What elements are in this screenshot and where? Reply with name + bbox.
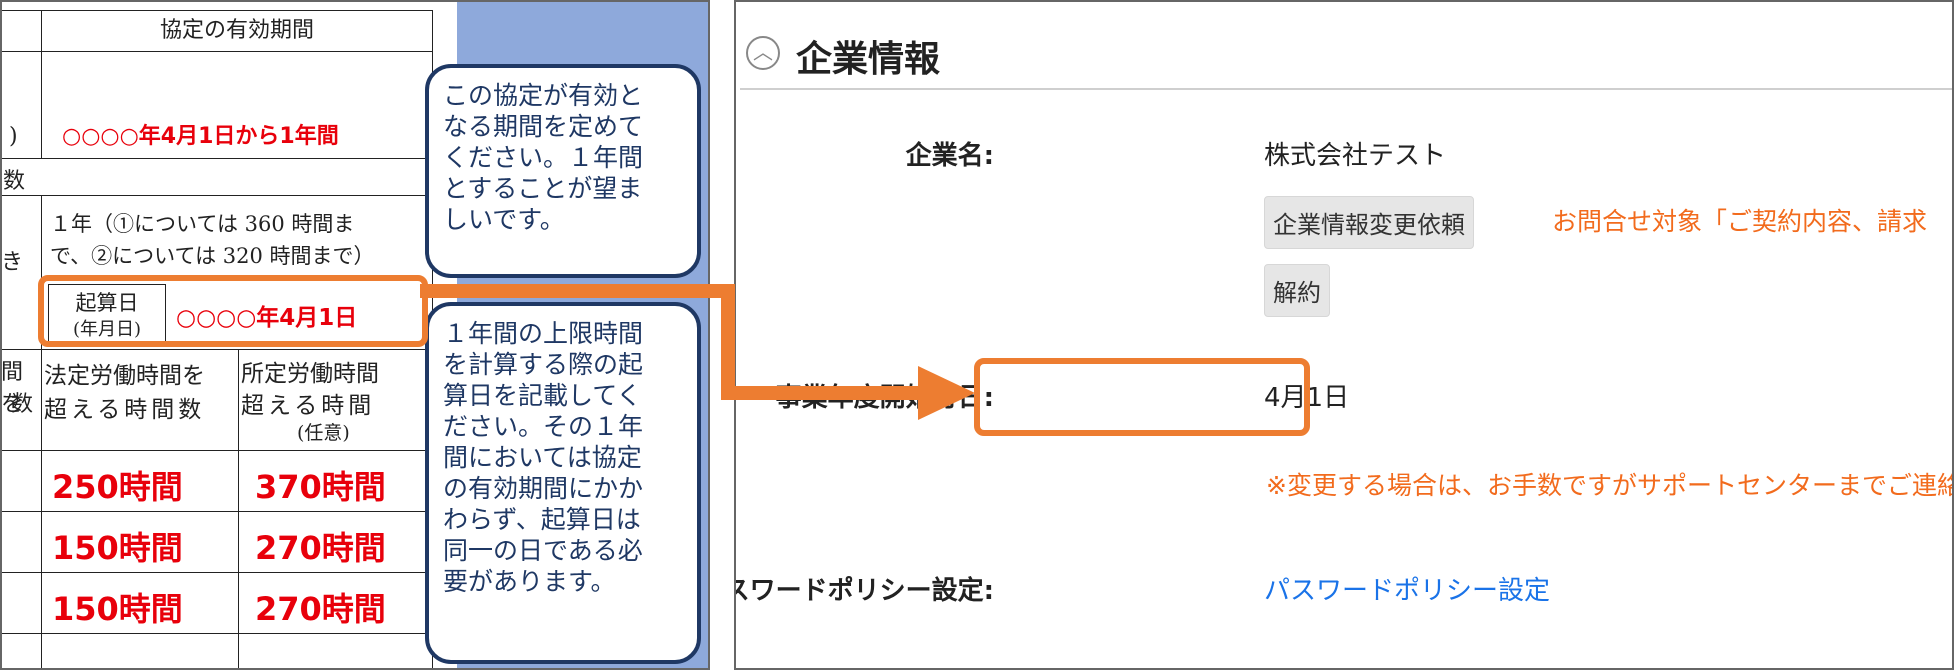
password-policy-link[interactable]: パスワードポリシー設定 <box>1264 576 1551 606</box>
validity-cell: ○○○○年4月1日から1年間 <box>41 51 433 159</box>
col-statutory-header: 法定労働時間を 超える時間数 <box>41 349 239 451</box>
company-info-panel: ︿ 企業情報 企業名: 株式会社テスト 企業情報変更依頼 お問合せ対象「ご契約内… <box>734 0 1954 670</box>
form-excerpt-panel: 協定の有効期間 ) ○○○○年4月1日から1年間 数 き １年（①については 3… <box>0 0 710 670</box>
col-statutory-line1: 法定労働時間を <box>44 363 205 389</box>
callout-line: しいです。 <box>443 205 565 234</box>
col-prescribed-line1: 所定労働時間 <box>241 361 379 387</box>
row3-prescribed-hours: 270時間 <box>255 590 386 628</box>
table-cell: 270時間 <box>238 511 433 573</box>
cropped-fragment: 数 <box>11 392 34 417</box>
table-cell <box>2 633 42 668</box>
callout-line: なる期間を定めて <box>443 112 644 141</box>
callout-line: とすることが望ま <box>443 174 643 203</box>
callout-line: ださい。その１年 <box>443 412 644 441</box>
callout-line: 間においては協定 <box>443 443 642 472</box>
cropped-fragment: き <box>1 250 24 275</box>
divider <box>740 88 1952 90</box>
kisanbi-label-cell: 起算日 (年月日) <box>48 284 166 344</box>
row1-prescribed-hours: 370時間 <box>255 468 386 506</box>
kisanbi-value: ○○○○年4月1日 <box>176 305 358 331</box>
validity-header: 協定の有効期間 <box>41 10 433 52</box>
change-note: ※変更する場合は、お手数ですがサポートセンターまでご連絡 <box>1266 471 1954 500</box>
callout-kisanbi: １年間の上限時間 を計算する際の起 算日を記載してく ださい。その１年 間におい… <box>425 302 701 664</box>
chevron-up-circle-icon[interactable]: ︿ <box>746 36 780 70</box>
table-cell <box>238 633 433 668</box>
cropped-fragment: 間を <box>1 360 24 417</box>
kisanbi-label: 起算日 <box>75 291 139 315</box>
row2-prescribed-hours: 270時間 <box>255 529 386 567</box>
year-text-line1: １年（①については 360 時間ま <box>50 212 355 236</box>
change-request-button[interactable]: 企業情報変更依頼 <box>1264 196 1474 249</box>
inquiry-note: お問合せ対象「ご契約内容、請求 <box>1552 207 1928 236</box>
callout-line: ください。１年間 <box>443 143 644 172</box>
row2-statutory-hours: 150時間 <box>52 529 183 567</box>
col-prescribed-line3: (任意) <box>297 422 350 444</box>
callout-line: １年間の上限時間 <box>443 319 644 348</box>
table-cell <box>2 572 42 634</box>
col-statutory-line2: 超える時間数 <box>44 397 206 423</box>
table-cell <box>2 10 42 52</box>
validity-value: ○○○○年4月1日から1年間 <box>62 124 339 149</box>
table-cell: 270時間 <box>238 572 433 634</box>
kisanbi-highlight <box>38 275 428 347</box>
cancel-button[interactable]: 解約 <box>1264 264 1330 317</box>
company-name-value: 株式会社テスト <box>1264 141 1447 171</box>
table-cell: 250時間 <box>41 450 239 512</box>
table-cell: 370時間 <box>238 450 433 512</box>
table-cell <box>2 450 42 512</box>
callout-line: を計算する際の起 <box>443 350 644 379</box>
row1-statutory-hours: 250時間 <box>52 468 183 506</box>
table-cell: 間を 数 <box>1 349 42 451</box>
callout-line: の有効期間にかか <box>443 474 644 503</box>
callout-validity: この協定が有効と なる期間を定めて ください。１年間 とすることが望ま しいです… <box>425 64 701 278</box>
row3-statutory-hours: 150時間 <box>52 590 183 628</box>
table-cell: ) <box>2 51 42 159</box>
fiscal-start-highlight <box>974 358 1310 436</box>
table-cell <box>2 511 42 573</box>
cropped-fragment: ) <box>9 124 18 149</box>
col-prescribed-line2: 超える時間 <box>241 393 376 419</box>
col-prescribed-header: 所定労働時間 超える時間 (任意) <box>238 349 433 451</box>
callout-line: この協定が有効と <box>443 81 644 110</box>
callout-line: 要があります。 <box>443 567 616 596</box>
callout-line: 算日を記載してく <box>443 381 642 410</box>
table-cell: き <box>1 195 42 350</box>
table-cell: 150時間 <box>41 572 239 634</box>
table-cell: 数 <box>2 158 433 196</box>
callout-line: わらず、起算日は <box>443 505 641 534</box>
password-policy-label: パスワードポリシー設定: <box>736 576 994 606</box>
section-title: 企業情報 <box>796 39 941 80</box>
table-cell <box>41 633 239 668</box>
agreement-table: 協定の有効期間 ) ○○○○年4月1日から1年間 数 き １年（①については 3… <box>1 2 433 668</box>
kisanbi-label-sub: (年月日) <box>72 319 142 340</box>
company-name-label: 企業名: <box>905 141 994 171</box>
year-text-line2: で、②については 320 時間まで） <box>50 244 375 268</box>
table-cell: 150時間 <box>41 511 239 573</box>
callout-line: 同一の日である必 <box>443 536 643 565</box>
cropped-fragment: 数 <box>3 169 26 194</box>
fiscal-start-label: 事業年度開始月日: <box>775 383 994 413</box>
